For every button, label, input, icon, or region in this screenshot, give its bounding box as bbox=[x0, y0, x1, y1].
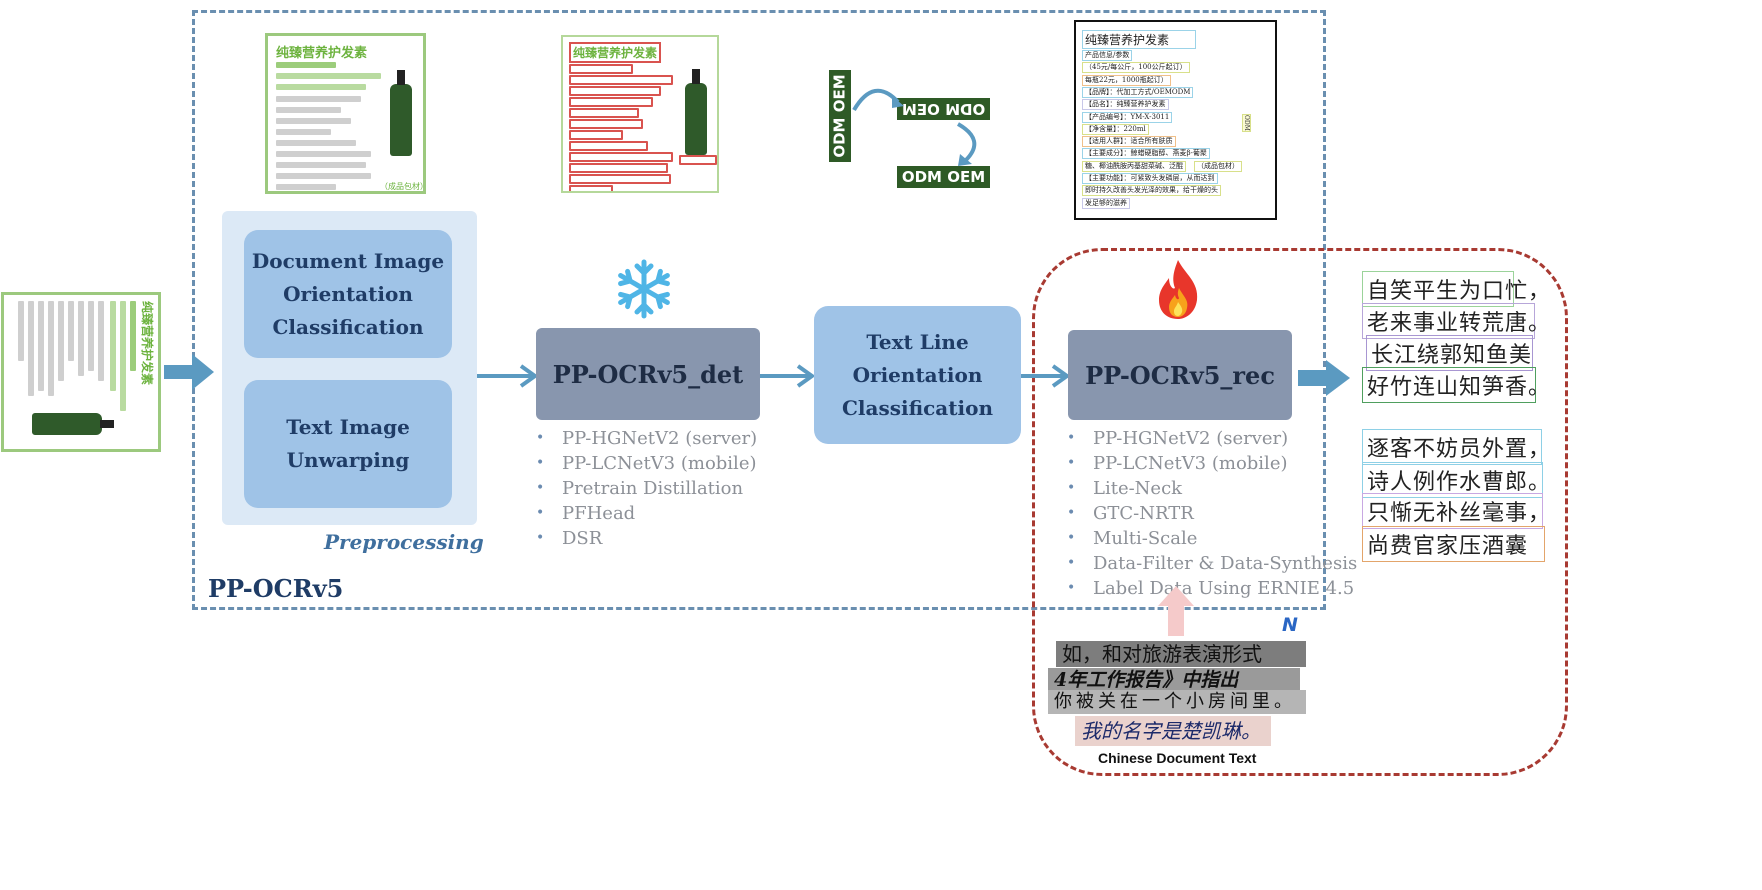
product-bottle-icon bbox=[390, 84, 412, 156]
det-feature: PP-HGNetV2 (server) bbox=[536, 426, 757, 451]
output-text-line: 逐客不妨员外置， bbox=[1362, 429, 1550, 465]
rec-feature: PP-HGNetV2 (server) bbox=[1067, 426, 1357, 451]
training-sample: 你被关在一个小房间里。 bbox=[1048, 690, 1306, 714]
arrow-to-textline bbox=[760, 364, 816, 388]
product-bottle-icon bbox=[685, 83, 707, 155]
output-text-line: 尚费官家压酒囊 bbox=[1362, 526, 1545, 562]
recognized-doc-line: 【净含量】：220ml bbox=[1082, 123, 1149, 135]
rec-module: PP-OCRv5_rec bbox=[1068, 330, 1292, 420]
arrow-to-rec bbox=[1021, 364, 1071, 388]
training-sample: 我的名字是楚凯琳。 bbox=[1075, 716, 1271, 746]
doc-orientation-module: Document Image Orientation Classificatio… bbox=[244, 230, 452, 358]
orientation-label-upright: ODM OEM bbox=[897, 166, 990, 188]
rec-feature: Lite-Neck bbox=[1067, 476, 1357, 501]
det-module: PP-OCRv5_det bbox=[536, 328, 760, 420]
preprocessing-label: Preprocessing bbox=[324, 530, 484, 554]
orientation-label-rotated: ODM OEM bbox=[829, 70, 851, 162]
input-arrow bbox=[164, 354, 214, 390]
doc-orientation-line-1: Document Image bbox=[251, 248, 445, 273]
textline-orientation-module: Text Line Orientation Classification bbox=[814, 306, 1021, 444]
training-data-caption: Chinese Document Text bbox=[1098, 750, 1257, 766]
ppocrv5-frame bbox=[192, 10, 1326, 610]
rec-feature: Data-Filter & Data-Synthesis bbox=[1067, 551, 1357, 576]
rec-feature-list: PP-HGNetV2 (server) PP-LCNetV3 (mobile) … bbox=[1067, 426, 1357, 601]
recognized-doc-line: 发足够的滋养 bbox=[1082, 197, 1130, 209]
repeat-count-label: N bbox=[1282, 614, 1298, 636]
training-sample: 如，和对旅游表演形式 bbox=[1056, 641, 1306, 667]
recognized-document: 纯臻营养护发素 产品信息/参数（45元/每公斤，100公斤起订）每瓶22元，10… bbox=[1074, 20, 1277, 220]
unwarping-line-1: Text Image bbox=[286, 415, 410, 439]
text-unwarping-module: Text Image Unwarping bbox=[244, 380, 452, 508]
recognized-doc-line: （45元/每公斤，100公斤起订） bbox=[1082, 62, 1190, 74]
recognized-doc-line: 每瓶22元，1000瓶起订） bbox=[1082, 74, 1171, 86]
detected-doc-title: 纯臻营养护发素 bbox=[569, 42, 662, 63]
textline-line-2: Orientation bbox=[852, 362, 983, 387]
snowflake-icon bbox=[614, 259, 674, 320]
recognized-doc-line: 【品名】：纯臻营养护发素 bbox=[1082, 99, 1169, 111]
rec-module-label: PP-OCRv5_rec bbox=[1085, 360, 1275, 390]
input-document: 纯臻营养护发素 bbox=[1, 292, 161, 452]
doc-orientation-line-3: Classification bbox=[272, 314, 424, 339]
det-feature: Pretrain Distillation bbox=[536, 476, 757, 501]
det-feature: PFHead bbox=[536, 501, 757, 526]
badge-text: （成品包材） bbox=[380, 182, 426, 191]
training-data-arrow bbox=[1158, 586, 1194, 636]
output-text-line: 好竹连山知笋香。 bbox=[1362, 367, 1550, 403]
orientation-label-flipped: ODM OEM bbox=[897, 98, 990, 120]
output-text-line: 自笑平生为口忙， bbox=[1362, 271, 1550, 307]
recognized-doc-line: 产品信息/参数 bbox=[1082, 50, 1133, 61]
output-text-line: 诗人例作水曹郎。 bbox=[1362, 462, 1550, 498]
training-sample: 4年工作报告》中指出 bbox=[1048, 668, 1300, 692]
ppocrv5-title: PP-OCRv5 bbox=[208, 574, 344, 603]
det-feature-list: PP-HGNetV2 (server) PP-LCNetV3 (mobile) … bbox=[536, 426, 757, 551]
recognition-region bbox=[1032, 248, 1568, 776]
det-module-label: PP-OCRv5_det bbox=[552, 359, 744, 389]
doc-orientation-line-2: Orientation bbox=[283, 281, 413, 306]
recognized-doc-line: 【主要成分】：鲸蜡硬脂醇、燕麦β-葡聚 bbox=[1082, 148, 1210, 160]
rec-feature: PP-LCNetV3 (mobile) bbox=[1067, 451, 1357, 476]
output-text-line: 只惭无补丝毫事， bbox=[1362, 493, 1550, 529]
recognized-doc-line: 【产品编号】：YM-X-3011 bbox=[1082, 111, 1173, 123]
rec-feature: GTC-NRTR bbox=[1067, 501, 1357, 526]
detected-document: 纯臻营养护发素 bbox=[561, 35, 719, 193]
preprocessed-document: 纯臻营养护发素 （成品包材） bbox=[265, 33, 426, 194]
recognized-doc-line: 即时持久改善头发光泽的效果，给干燥的头 bbox=[1082, 185, 1221, 197]
rotate-arrow-icon bbox=[956, 122, 977, 166]
output-text-line: 老来事业转荒唐。 bbox=[1362, 303, 1550, 339]
side-label: ODM bbox=[1242, 114, 1251, 132]
textline-line-3: Classification bbox=[842, 395, 993, 420]
output-arrow bbox=[1298, 360, 1350, 396]
product-bottle-icon bbox=[32, 413, 102, 435]
recognized-doc-line: 【品牌】：代加工方式/OEMODM bbox=[1082, 86, 1194, 98]
rec-feature: Multi-Scale bbox=[1067, 526, 1357, 551]
recognized-doc-line: 糖、椰油酰胺丙基甜菜碱、泛醌 bbox=[1082, 160, 1186, 172]
det-feature: DSR bbox=[536, 526, 757, 551]
output-text-line: 长江绕郭知鱼美 bbox=[1366, 335, 1533, 371]
fire-icon bbox=[1159, 260, 1198, 319]
input-doc-title: 纯臻营养护发素 bbox=[140, 301, 154, 386]
textline-line-1: Text Line bbox=[866, 329, 969, 354]
arrow-to-det bbox=[477, 364, 539, 388]
preprocessed-doc-title: 纯臻营养护发素 bbox=[276, 46, 368, 61]
recognized-doc-line: （成品包材） bbox=[1194, 160, 1242, 172]
recognized-doc-line: 【主要功能】：可紧致头发磷层，从而达到 bbox=[1082, 173, 1218, 184]
rotate-arrow-icon bbox=[852, 88, 904, 112]
rec-feature: Label Data Using ERNIE 4.5 bbox=[1067, 576, 1357, 601]
det-feature: PP-LCNetV3 (mobile) bbox=[536, 451, 757, 476]
recognized-doc-line: 【适用人群】：适合所有肤质 bbox=[1082, 136, 1176, 148]
recognized-doc-title: 纯臻营养护发素 bbox=[1082, 30, 1196, 49]
unwarping-line-2: Unwarping bbox=[286, 448, 410, 472]
